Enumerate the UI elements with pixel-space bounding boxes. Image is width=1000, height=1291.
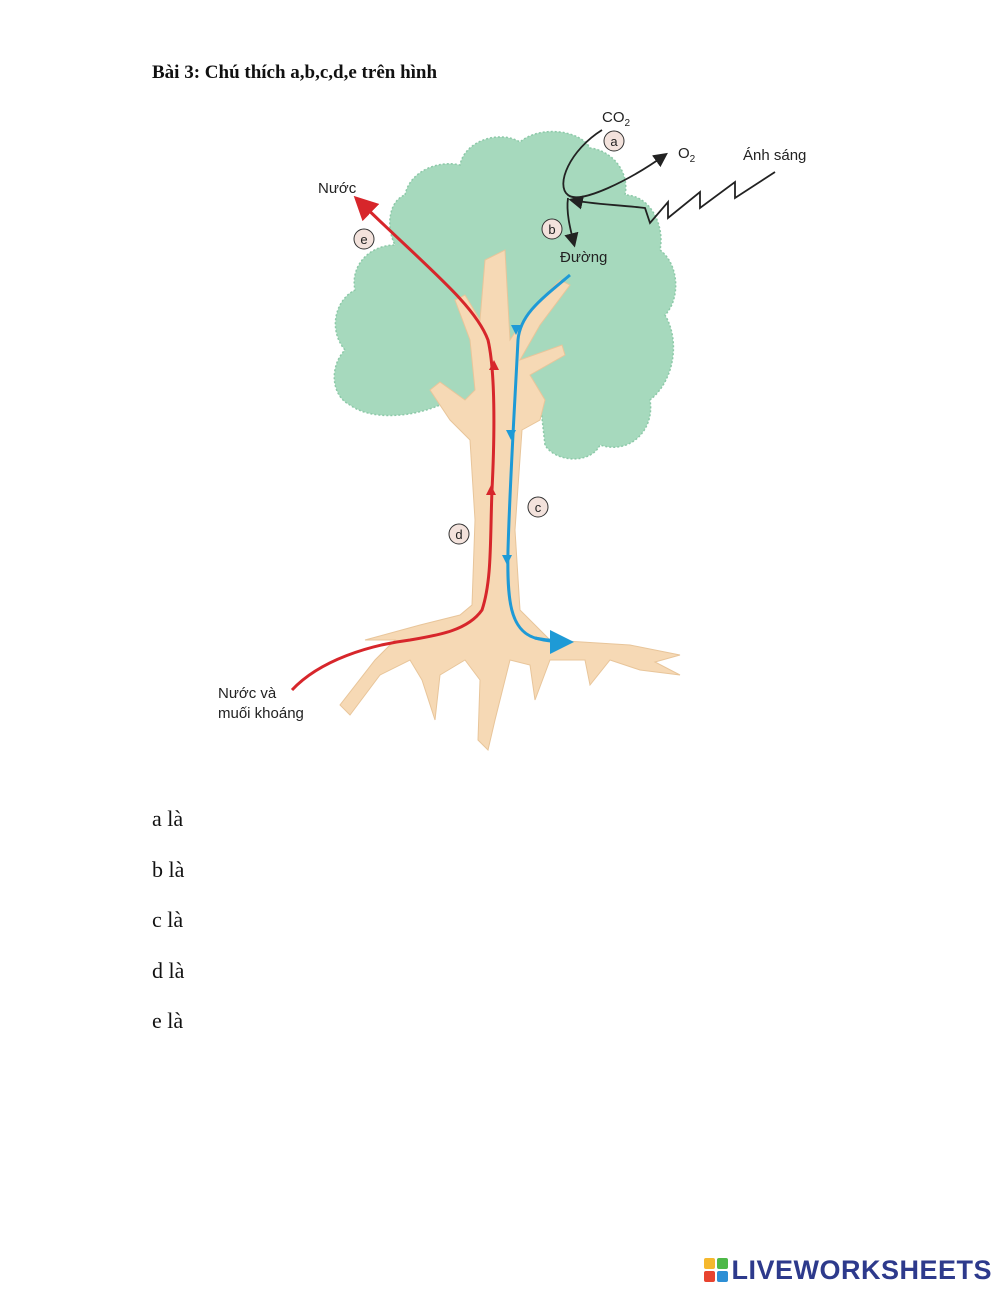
answer-row-e: e là	[152, 1008, 612, 1059]
answer-list: a là b là c là d là e là	[152, 806, 612, 1059]
logo-square	[704, 1258, 716, 1269]
answer-field-b[interactable]	[192, 857, 612, 883]
answer-label: a là	[152, 806, 184, 831]
svg-text:c: c	[535, 500, 542, 515]
water-flow-marker	[486, 485, 496, 495]
co2-label: CO2	[602, 109, 631, 129]
svg-text:a: a	[610, 134, 618, 149]
light-label: Ánh sáng	[743, 147, 806, 164]
answer-field-e[interactable]	[191, 1008, 611, 1034]
answer-label: b là	[152, 856, 185, 882]
marker-c: c	[527, 496, 549, 518]
marker-b: b	[541, 218, 563, 240]
logo-square	[717, 1271, 729, 1282]
svg-text:d: d	[455, 527, 462, 542]
water-flow-marker	[489, 360, 499, 370]
answer-label: e là	[152, 1008, 184, 1033]
answer-field-c[interactable]	[191, 907, 611, 933]
water-label: Nước	[318, 180, 357, 197]
answer-row-b: b là	[152, 857, 612, 908]
answer-label: c là	[152, 907, 184, 932]
sugar-arrow	[564, 197, 579, 248]
liveworksheets-brand: LIVEWORKSHEETS	[704, 1255, 992, 1285]
sugar-flow-marker	[502, 555, 512, 565]
logo-square	[704, 1271, 716, 1282]
o2-label: O2	[678, 145, 696, 165]
marker-a: a	[603, 130, 625, 152]
brand-text: LIVEWORKSHEETS	[731, 1254, 992, 1285]
logo-square	[717, 1258, 729, 1269]
sugar-flow-marker	[506, 430, 516, 440]
answer-row-a: a là	[152, 806, 612, 857]
answer-row-d: d là	[152, 958, 612, 1009]
water-minerals-label-line2: muối khoáng	[218, 705, 304, 722]
exercise-title: Bài 3: Chú thích a,b,c,d,e trên hình	[152, 62, 438, 83]
water-minerals-label-line1: Nước và	[218, 685, 277, 702]
answer-field-a[interactable]	[191, 806, 611, 832]
answer-row-c: c là	[152, 907, 612, 958]
tree-diagram: CO2 O2 Ánh sáng Nước Đường Nước và muối …	[218, 109, 806, 751]
sugar-flow-marker	[511, 325, 521, 335]
answer-label: d là	[152, 957, 185, 983]
marker-d: d	[448, 523, 470, 545]
water-flow-arrow	[290, 195, 496, 692]
sugar-label: Đường	[560, 249, 607, 266]
marker-e: e	[353, 228, 375, 250]
answer-field-d[interactable]	[192, 958, 612, 984]
sugar-flow-end	[534, 629, 574, 654]
svg-text:b: b	[548, 222, 555, 237]
co2-arrow	[562, 129, 668, 199]
liveworksheets-logo-icon	[704, 1258, 729, 1282]
light-arrow	[568, 171, 776, 225]
svg-text:e: e	[360, 232, 367, 247]
